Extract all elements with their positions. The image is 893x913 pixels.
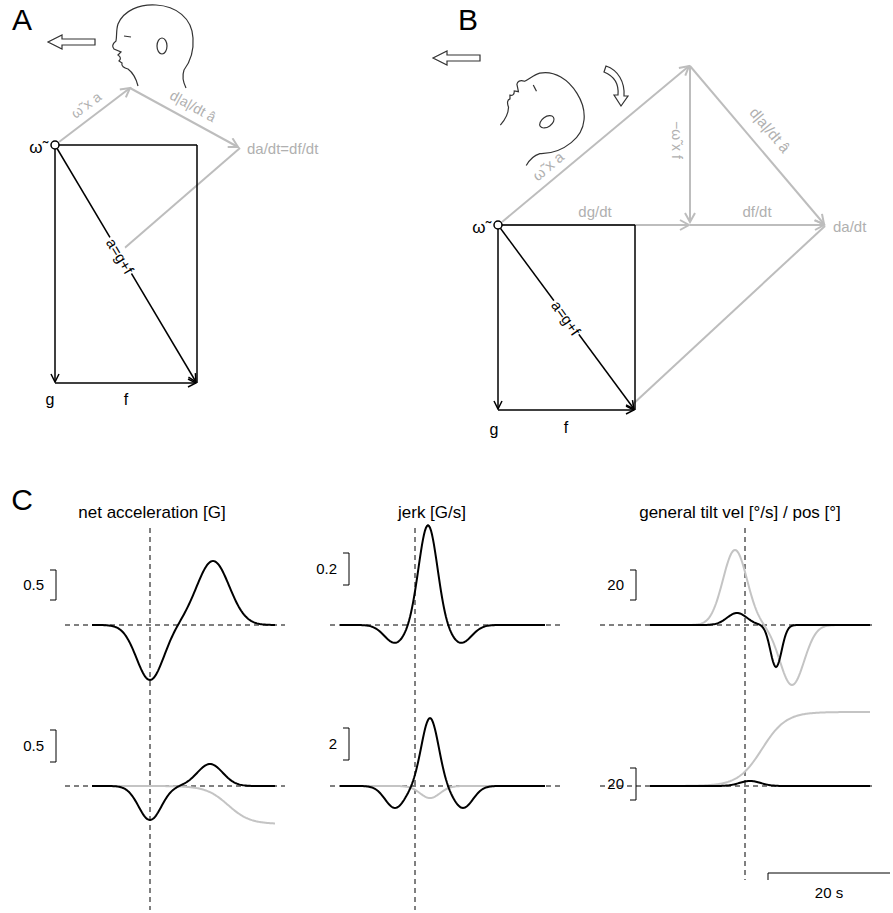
rotation-arrow [604,66,628,106]
vector-label: d|a|/dt â [746,104,794,156]
panel-letter: B [458,3,478,38]
vectors-black-a [51,141,197,383]
tilt-curve [650,712,870,786]
motion-arrow [48,35,95,49]
scale-value: 0.2 [316,560,337,577]
scale-value: 2 [329,735,337,752]
panel-letter: A [12,3,32,38]
scale-value: 20 [607,576,624,593]
acceleration-curve [92,764,275,820]
vector-label: ω̃ x a [529,148,568,184]
vector-label: a=g+f [547,296,585,341]
vector-label: f [124,391,128,409]
plot-title: net acceleration [G] [78,503,225,523]
vector-label: da/dt=df/dt [247,140,318,157]
tilt-curve [650,550,870,685]
scale-value: 0.5 [23,737,44,754]
vector-label: ω̃ x a [68,88,104,121]
vector-label: a=g+f [102,233,139,278]
acceleration-curve [92,786,275,823]
tilt-curve [650,781,870,786]
vector-label: da/dt [833,218,866,235]
scale-value: 0.5 [23,576,44,593]
scale-value: 20 [607,775,624,792]
curves [92,525,870,823]
scale-value: 20 s [815,884,843,901]
plot-title: general tilt vel [°/s] / pos [°] [639,503,841,523]
jerk-curve [340,525,545,643]
vector-label: ω̃ [472,218,485,238]
vector-label: g [490,421,499,439]
head-tilted [484,58,598,172]
scale-brackets [50,553,890,880]
jerk-curve [340,718,545,808]
motion-arrow [433,51,480,65]
head-upright [113,5,193,88]
vector-label: −ω̃ x f [669,121,685,159]
vectors-black-b [494,221,635,410]
vector-label: ω̃ [29,138,42,158]
vector-label: df/dt [742,203,771,220]
vector-label: g [46,391,55,409]
panel-letter: C [11,483,33,518]
vector-label: d|a|/dt â [167,87,219,125]
vector-label: dg/dt [578,203,611,220]
zero-lines [65,528,872,910]
vectors-gray-b [502,66,825,405]
acceleration-curve [92,561,275,680]
plot-title: jerk [G/s] [398,503,466,523]
tilt-curve [650,613,870,667]
vector-label: f [564,419,568,437]
